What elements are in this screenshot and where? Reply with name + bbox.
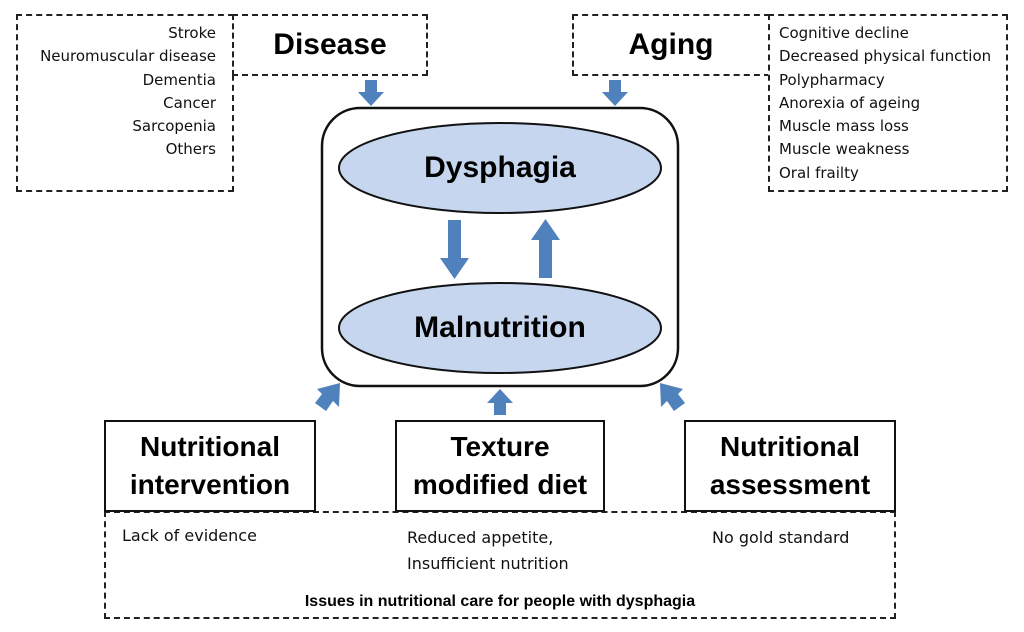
- aging-factors-list: Cognitive decline Decreased physical fun…: [779, 22, 1005, 185]
- aging-item: Anorexia of ageing: [779, 93, 921, 112]
- malnutrition-to-dysphagia-arrow: [531, 219, 560, 278]
- texture-modified-diet-box: Texture modified diet: [395, 420, 605, 512]
- texture-arrow: [487, 389, 513, 415]
- aging-item: Polypharmacy: [779, 70, 885, 89]
- intervention-arrow: [315, 383, 340, 411]
- assessment-line2: assessment: [709, 469, 871, 500]
- texture-issue-line2: Insufficient nutrition: [407, 554, 569, 573]
- disease-title-box: Disease: [232, 14, 428, 76]
- aging-item: Muscle mass loss: [779, 117, 909, 136]
- aging-item: Cognitive decline: [779, 24, 909, 42]
- aging-item: Decreased physical function: [779, 47, 992, 66]
- disease-item: Neuromuscular disease: [40, 47, 216, 66]
- issues-caption: Issues in nutritional care for people wi…: [304, 593, 696, 610]
- aging-down-arrow: [602, 80, 628, 106]
- malnutrition-ellipse: [338, 282, 662, 374]
- texture-line2: modified diet: [412, 469, 588, 500]
- disease-item: Others: [165, 140, 216, 159]
- disease-item: Dementia: [142, 70, 216, 89]
- aging-item: Muscle weakness: [779, 140, 910, 159]
- disease-item: Cancer: [163, 93, 216, 112]
- intervention-line2: intervention: [129, 469, 291, 500]
- assessment-line1: Nutritional: [720, 431, 860, 462]
- dysphagia-label: Dysphagia: [424, 151, 576, 184]
- aging-item: Oral frailty: [779, 163, 859, 182]
- aging-factors-box: [768, 14, 1008, 192]
- aging-title-box: Aging: [572, 14, 770, 76]
- disease-down-arrow: [358, 80, 384, 106]
- disease-factors-list: Stroke Neuromuscular disease Dementia Ca…: [20, 22, 216, 162]
- disease-factors-box: [16, 14, 234, 192]
- texture-line1: Texture: [450, 431, 550, 462]
- assessment-arrow: [660, 383, 685, 411]
- nutritional-intervention-box: Nutritional intervention: [104, 420, 316, 512]
- assessment-issue: No gold standard: [712, 528, 850, 547]
- issues-box: [104, 511, 896, 619]
- intervention-issue: Lack of evidence: [122, 526, 257, 545]
- texture-issue-line1: Reduced appetite,: [407, 528, 554, 547]
- disease-item: Sarcopenia: [132, 117, 216, 136]
- dysphagia-to-malnutrition-arrow: [440, 220, 469, 279]
- disease-title: Disease: [273, 28, 387, 61]
- aging-title: Aging: [628, 28, 714, 61]
- dysphagia-ellipse: [338, 122, 662, 214]
- malnutrition-label: Malnutrition: [414, 311, 586, 344]
- intervention-line1: Nutritional: [140, 431, 280, 462]
- disease-item: Stroke: [168, 24, 216, 42]
- nutritional-assessment-box: Nutritional assessment: [684, 420, 896, 512]
